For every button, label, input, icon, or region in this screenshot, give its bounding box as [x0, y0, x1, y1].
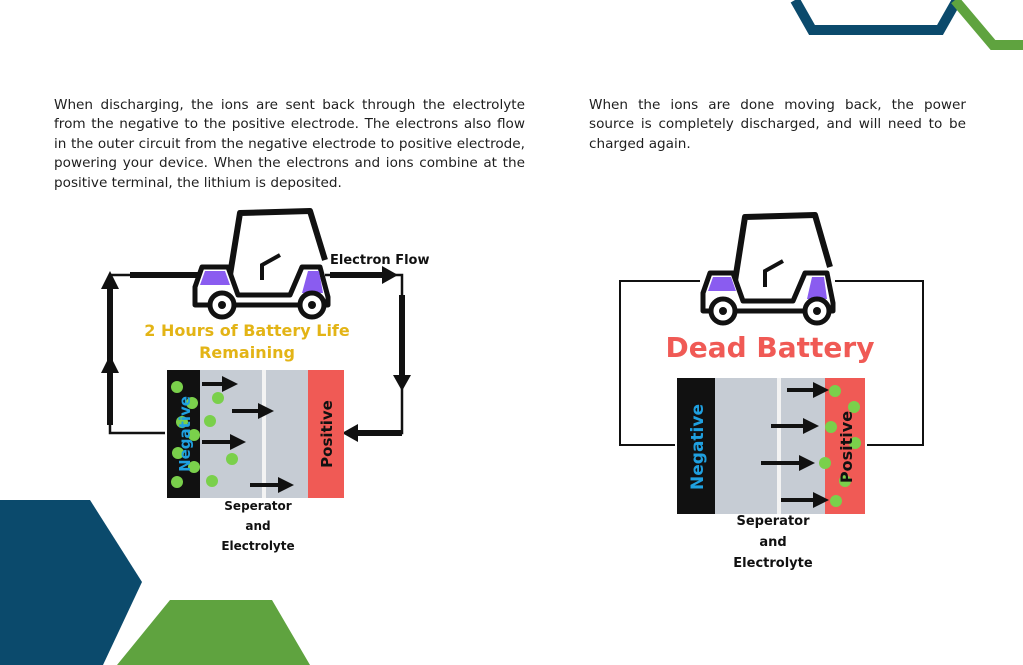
discharged-paragraph: When the ions are done moving back, the … [589, 96, 966, 152]
bottom-green-hexagon [117, 600, 310, 665]
separator-and-label: and [759, 535, 786, 550]
circuit-wire [619, 280, 700, 446]
top-green-hexagon-outline [951, 0, 1023, 50]
golf-cart-icon [192, 208, 331, 320]
battery-life-label: 2 Hours of Battery Life [144, 321, 350, 340]
electrolyte-right [266, 370, 308, 498]
positive-electrode [308, 370, 344, 498]
lithium-ion-dots [819, 385, 861, 507]
electrolyte-label: Electrolyte [733, 556, 813, 571]
battery-life-remaining-label: Remaining [199, 343, 295, 362]
negative-label: Negative [688, 404, 708, 490]
negative-electrode [677, 378, 715, 514]
electron-flow-label: Electron Flow [330, 253, 429, 268]
separator-label: Seperator [224, 499, 292, 513]
separator [777, 378, 781, 514]
separator [262, 370, 266, 498]
positive-label: Positive [318, 400, 336, 468]
positive-label: Positive [837, 411, 856, 483]
top-navy-hexagon-outline [790, 0, 962, 35]
circuit-wire-right [835, 280, 924, 446]
bottom-navy-hexagon [0, 500, 142, 665]
negative-label: Negative [176, 396, 194, 472]
dead-battery-label: Dead Battery [666, 331, 875, 364]
arrow-icon [761, 382, 829, 508]
electrolyte-left [715, 378, 777, 514]
electrolyte-right [781, 378, 825, 514]
lithium-ion-dots [171, 381, 238, 488]
dead-battery-diagram: Dead Battery Negative Positive Seperator… [619, 212, 924, 571]
arrow-icon [202, 376, 294, 493]
electrolyte-label: Electrolyte [221, 539, 294, 553]
golf-cart-icon [700, 212, 836, 326]
discharging-battery-diagram: Electron Flow 2 Hours of Battery Life Re… [101, 208, 429, 553]
separator-and-label: and [245, 519, 270, 533]
separator-label: Seperator [736, 514, 810, 529]
discharge-paragraph: When discharging, the ions are sent back… [54, 96, 525, 191]
